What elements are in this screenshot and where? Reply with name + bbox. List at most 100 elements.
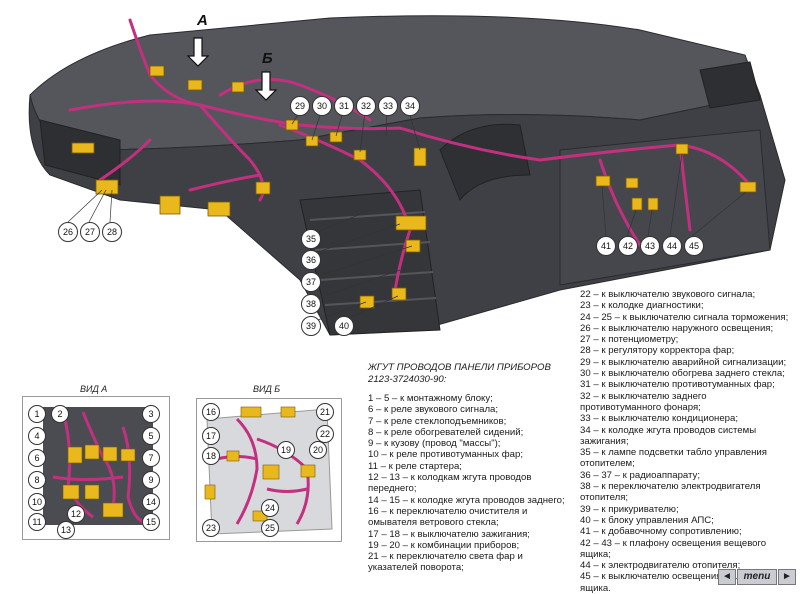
view-a-callout-3: 3 bbox=[142, 405, 160, 423]
legend-item: 12 – 13 – к колодкам жгута проводов пере… bbox=[368, 472, 532, 495]
right-vent bbox=[699, 61, 761, 109]
legend-item: 32 – к выключателю заднего bbox=[580, 390, 707, 402]
legend-item: 30 – к выключателю обогрева заднего стек… bbox=[580, 368, 785, 380]
legend-item: 7 – к реле стеклоподъемников; bbox=[368, 415, 507, 427]
arrow-b bbox=[254, 71, 278, 101]
legend-item: 8 – к реле обогревателей сидений; bbox=[368, 426, 524, 438]
legend-right: 22 – к выключателю звукового сигнала; 23… bbox=[580, 289, 795, 594]
view-b-callout-24: 24 bbox=[261, 499, 279, 517]
callout-33: 33 bbox=[378, 96, 398, 116]
callout-32: 32 bbox=[356, 96, 376, 116]
legend-item: 24 – 25 – к выключателю сигнала торможен… bbox=[580, 311, 789, 323]
legend-item: 23 – к колодке диагностики; bbox=[580, 300, 704, 312]
legend-item: 27 – к потенциометру; bbox=[580, 334, 679, 346]
legend-item: ящика; bbox=[580, 548, 611, 560]
view-b-title: ВИД Б bbox=[253, 384, 281, 394]
view-a-callout-2: 2 bbox=[51, 405, 69, 423]
legend-item: 6 – к реле звукового сигнала; bbox=[368, 404, 499, 416]
callout-39: 39 bbox=[301, 316, 321, 336]
legend-item: отопителем; bbox=[580, 458, 635, 470]
callout-30: 30 bbox=[312, 96, 332, 116]
view-b-callout-22: 22 bbox=[316, 425, 334, 443]
callout-37: 37 bbox=[301, 272, 321, 292]
legend-item: 14 – 15 – к колодке жгута проводов задне… bbox=[368, 494, 565, 506]
legend-item: 35 – к лампе подсветки табло управления bbox=[580, 447, 767, 459]
view-b-callout-18: 18 bbox=[202, 447, 220, 465]
legend-item: 33 – к выключателю кондиционера; bbox=[580, 413, 739, 425]
legend-item: 9 – к кузову (провод "массы"); bbox=[368, 438, 501, 450]
legend-item: отопителя; bbox=[580, 492, 629, 504]
arrow-a bbox=[186, 37, 210, 67]
callout-26: 26 bbox=[58, 222, 78, 242]
legend-item: 39 – к прикуривателю; bbox=[580, 503, 679, 515]
view-a-callout-7: 7 bbox=[142, 449, 160, 467]
view-b-illustration bbox=[204, 406, 333, 535]
legend-item: противотуманного фонаря; bbox=[580, 401, 701, 413]
view-a-callout-9: 9 bbox=[142, 471, 160, 489]
view-b-callout-16: 16 bbox=[202, 403, 220, 421]
callout-31: 31 bbox=[334, 96, 354, 116]
legend-item: 31 – к выключателю противотуманных фар; bbox=[580, 379, 775, 391]
menu-button[interactable]: menu bbox=[737, 569, 777, 585]
view-b-box: 16 17 18 19 20 21 22 23 24 25 bbox=[196, 398, 342, 542]
legend-item: 26 – к выключателю наружного освещения; bbox=[580, 322, 774, 334]
arrow-a-label: А bbox=[197, 12, 208, 29]
view-a-callout-15: 15 bbox=[142, 513, 160, 531]
view-b-callout-20: 20 bbox=[309, 441, 327, 459]
legend-left: 1 – 5 – к монтажному блоку; 6 – к реле з… bbox=[368, 393, 568, 574]
legend-item: зажигания; bbox=[580, 435, 629, 447]
legend-item: 42 – 43 – к плафону освещения вещевого bbox=[580, 537, 767, 549]
callout-40: 40 bbox=[334, 316, 354, 336]
back-arrow-icon: ◄ bbox=[722, 571, 732, 582]
view-b-callout-23: 23 bbox=[202, 519, 220, 537]
view-a-callout-14: 14 bbox=[142, 493, 160, 511]
harness-title-line-1: ЖГУТ ПРОВОДОВ ПАНЕЛИ ПРИБОРОВ bbox=[368, 362, 551, 373]
view-b-callout-19: 19 bbox=[277, 441, 295, 459]
legend-item: 38 – к переключателю электродвигателя bbox=[580, 481, 761, 493]
legend-item: 10 – к реле противотуманных фар; bbox=[368, 449, 523, 461]
legend-item: 28 – к регулятору корректора фар; bbox=[580, 345, 735, 357]
view-a-callout-6: 6 bbox=[28, 449, 46, 467]
callout-28: 28 bbox=[102, 222, 122, 242]
legend-item: 11 – к реле стартера; bbox=[368, 460, 462, 472]
view-a-callout-8: 8 bbox=[28, 471, 46, 489]
callout-36: 36 bbox=[301, 250, 321, 270]
forward-button[interactable]: ► bbox=[778, 569, 796, 585]
view-a-callout-1: 1 bbox=[28, 405, 46, 423]
back-button[interactable]: ◄ bbox=[718, 569, 736, 585]
callout-27: 27 bbox=[80, 222, 100, 242]
view-b-callout-21: 21 bbox=[316, 403, 334, 421]
view-b-callout-17: 17 bbox=[202, 427, 220, 445]
view-a-callout-4: 4 bbox=[28, 427, 46, 445]
legend-item: 16 – к переключателю очистителя и омыват… bbox=[368, 505, 528, 529]
callout-42: 42 bbox=[618, 236, 638, 256]
arrow-b-label: Б bbox=[262, 50, 273, 67]
callout-38: 38 bbox=[301, 294, 321, 314]
view-a-callout-12: 12 bbox=[67, 505, 85, 523]
legend-item: 41 – к добавочному сопротивлению; bbox=[580, 526, 742, 538]
view-b-callout-25: 25 bbox=[261, 519, 279, 537]
legend-item: 40 – к блоку управления АПС; bbox=[580, 514, 714, 526]
air-duct bbox=[439, 123, 531, 201]
legend-item: 21 – к переключателю света фар и указате… bbox=[368, 551, 523, 574]
legend-item: 19 – 20 – к комбинации приборов; bbox=[368, 539, 520, 551]
view-a-callout-5: 5 bbox=[142, 427, 160, 445]
legend-item: 22 – к выключателю звукового сигнала; bbox=[580, 289, 756, 300]
harness-title-line-2: 2123-3724030-90: bbox=[368, 373, 447, 385]
legend-item: 36 – 37 – к радиоаппарату; bbox=[580, 469, 700, 481]
view-a-callout-13: 13 bbox=[57, 521, 75, 539]
view-a-title: ВИД А bbox=[80, 384, 108, 394]
callout-34: 34 bbox=[400, 96, 420, 116]
harness-title: ЖГУТ ПРОВОДОВ ПАНЕЛИ ПРИБОРОВ 2123-37240… bbox=[368, 362, 551, 385]
legend-item: 45 – к выключателю освещения вещевого bbox=[580, 571, 767, 583]
callout-35: 35 bbox=[301, 229, 321, 249]
legend-item: 44 – к электродвигателю отопителя; bbox=[580, 560, 741, 572]
view-a-box: 1 2 3 4 5 6 7 8 9 10 11 12 13 14 15 bbox=[22, 396, 170, 540]
menu-label: menu bbox=[743, 571, 771, 582]
legend-item: 34 – к колодке жгута проводов системы bbox=[580, 424, 757, 436]
view-a-illustration bbox=[43, 407, 153, 525]
callout-43: 43 bbox=[640, 236, 660, 256]
legend-item: 1 – 5 – к монтажному блоку; bbox=[368, 393, 493, 404]
view-a-callout-10: 10 bbox=[28, 493, 46, 511]
legend-item: 17 – 18 – к выключателю зажигания; bbox=[368, 528, 530, 540]
